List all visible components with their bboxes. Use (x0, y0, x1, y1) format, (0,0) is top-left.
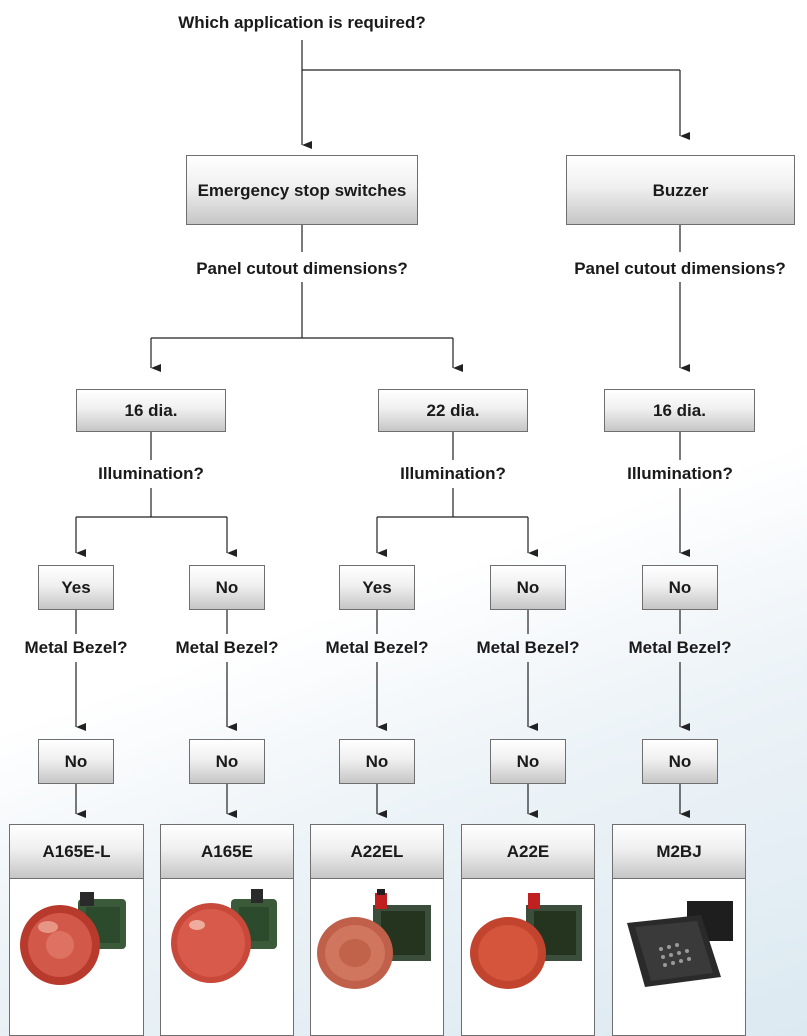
question-metal-bezel-5: Metal Bezel? (628, 638, 732, 657)
question-cutout-buzzer: Panel cutout dimensions? (574, 259, 786, 278)
question-metal-bezel-3: Metal Bezel? (325, 638, 429, 657)
product-card-a165e: A165E (160, 824, 294, 1036)
node-buzzer: Buzzer (566, 155, 795, 225)
node-bezel-no-3: No (339, 739, 415, 784)
question-application: Which application is required? (178, 13, 426, 32)
product-name: A22E (462, 825, 594, 879)
question-metal-bezel-2: Metal Bezel? (175, 638, 279, 657)
node-22-dia: 22 dia. (378, 389, 528, 432)
node-bezel-no-1: No (38, 739, 114, 784)
product-card-a165e-l: A165E-L (9, 824, 144, 1036)
node-yes-1: Yes (38, 565, 114, 610)
question-illumination-16: Illumination? (98, 464, 204, 483)
node-buzzer-16-dia: 16 dia. (604, 389, 755, 432)
product-card-a22e: A22E (461, 824, 595, 1036)
question-illumination-buzzer: Illumination? (627, 464, 733, 483)
question-metal-bezel-4: Metal Bezel? (476, 638, 580, 657)
product-name: M2BJ (613, 825, 745, 879)
node-emergency-stop: Emergency stop switches (186, 155, 418, 225)
product-name: A165E-L (10, 825, 143, 879)
red-mushroom-button-icon (470, 893, 582, 989)
product-card-m2bj: M2BJ (612, 824, 746, 1036)
node-16-dia: 16 dia. (76, 389, 226, 432)
node-no-2: No (490, 565, 566, 610)
question-cutout-emergency: Panel cutout dimensions? (196, 259, 408, 278)
product-name: A165E (161, 825, 293, 879)
node-bezel-no-4: No (490, 739, 566, 784)
node-no-1: No (189, 565, 265, 610)
node-bezel-no-2: No (189, 739, 265, 784)
node-yes-2: Yes (339, 565, 415, 610)
illuminated-red-emergency-stop-button-icon (20, 892, 126, 985)
red-emergency-stop-button-icon (171, 889, 277, 983)
node-bezel-no-5: No (642, 739, 718, 784)
question-illumination-22: Illumination? (400, 464, 506, 483)
product-card-a22el: A22EL (310, 824, 444, 1036)
node-no-3: No (642, 565, 718, 610)
question-metal-bezel-1: Metal Bezel? (24, 638, 128, 657)
product-name: A22EL (311, 825, 443, 879)
black-square-buzzer-icon (627, 901, 733, 987)
illuminated-red-mushroom-button-icon (317, 889, 431, 989)
